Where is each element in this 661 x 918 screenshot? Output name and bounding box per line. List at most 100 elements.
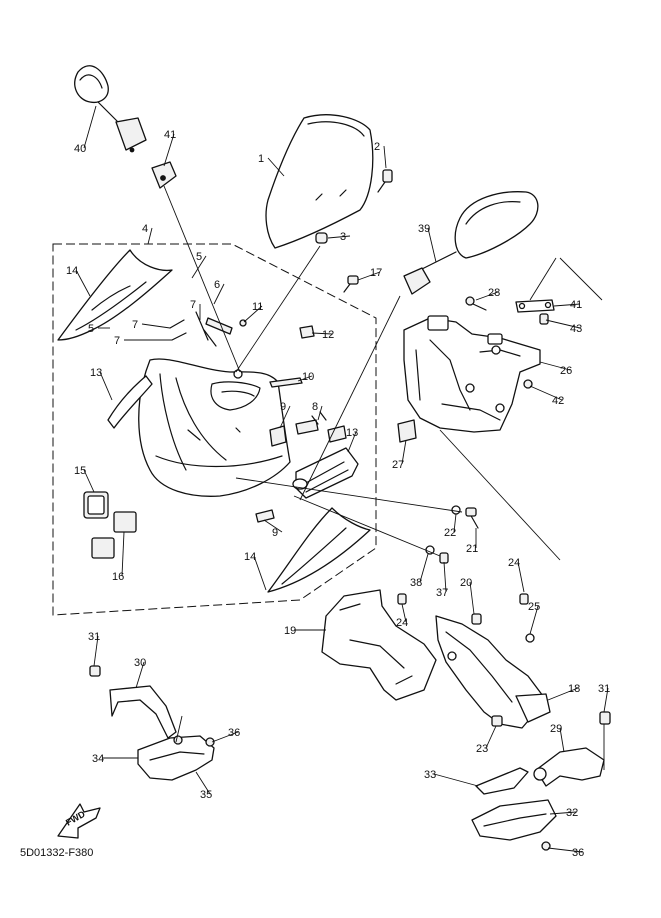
assembly-line (559, 257, 603, 301)
assembly-boundary-dashed (52, 243, 377, 616)
callout-3: 3 (340, 231, 346, 243)
leader-line-13 (347, 431, 357, 453)
callout-25: 25 (528, 601, 540, 613)
inner-panel-14-left (57, 249, 173, 341)
callout-16: 16 (112, 571, 124, 583)
callout-29: 29 (550, 723, 562, 735)
callout-30: 30 (134, 657, 146, 669)
leader-line-12 (311, 332, 333, 335)
callout-7: 7 (114, 335, 120, 347)
part-27 (397, 419, 417, 443)
pad-16 (91, 511, 137, 559)
callout-7: 7 (190, 299, 196, 311)
left-mirror (74, 65, 147, 153)
duct-13-left (107, 375, 153, 429)
leader-line-20 (469, 581, 475, 615)
callout-18: 18 (568, 683, 580, 695)
callout-7: 7 (132, 319, 138, 331)
leader-line-24 (517, 561, 525, 593)
leader-line-41 (163, 133, 175, 167)
side-cover-19 (321, 589, 437, 701)
part-33 (475, 767, 529, 795)
callout-9: 9 (280, 401, 286, 413)
duct-13-right (292, 447, 359, 499)
callout-41: 41 (570, 299, 582, 311)
leader-line-23 (485, 725, 497, 749)
hardware-28-43 (465, 296, 555, 389)
callout-36: 36 (228, 727, 240, 739)
leader-line-38 (419, 553, 429, 583)
assembly-line (235, 477, 463, 513)
leader-line-28 (475, 291, 499, 301)
callout-36: 36 (572, 847, 584, 859)
leader-line-33 (433, 773, 479, 787)
callout-24: 24 (508, 557, 520, 569)
leader-line-4 (147, 227, 153, 245)
mirror-bracket-41-left (151, 161, 177, 189)
leader-line-43 (545, 319, 581, 329)
callout-4: 4 (142, 223, 148, 235)
grommet-12 (299, 325, 315, 339)
side-cover-18 (435, 615, 551, 729)
assembly-line (439, 429, 561, 561)
callout-38: 38 (410, 577, 422, 589)
leader-line-7 (141, 323, 171, 329)
leader-line-8 (317, 405, 323, 421)
cowling-stay (403, 315, 541, 433)
leader-line-13 (99, 371, 113, 401)
callout-23: 23 (476, 743, 488, 755)
leader-line-29 (559, 727, 565, 753)
leader-line-31 (93, 635, 99, 667)
bolt-cluster-7 (169, 311, 247, 347)
callout-33: 33 (424, 769, 436, 781)
assembly-line (293, 495, 441, 557)
leader-line-32 (549, 811, 577, 815)
callout-19: 19 (284, 625, 296, 637)
leader-line-40 (83, 105, 97, 149)
leader-line-26 (539, 361, 571, 371)
callout-9: 9 (272, 527, 278, 539)
callout-15: 15 (74, 465, 86, 477)
callout-5: 5 (196, 251, 202, 263)
callout-31: 31 (598, 683, 610, 695)
assembly-line (299, 295, 401, 501)
leader-line-17 (357, 271, 381, 281)
leader-line-42 (529, 385, 563, 401)
front-cowling (138, 358, 291, 497)
leader-lines (75, 105, 609, 853)
inner-panel-14-lower (267, 507, 371, 593)
callout-20: 20 (460, 577, 472, 589)
callout-39: 39 (418, 223, 430, 235)
leader-line-25 (529, 605, 539, 635)
assembly-line (529, 257, 557, 301)
callout-11: 11 (252, 301, 263, 313)
leader-line-10 (297, 375, 313, 382)
callout-10: 10 (302, 371, 314, 383)
callout-5: 5 (88, 323, 94, 335)
windscreen (265, 114, 374, 249)
well-nut-3 (315, 232, 328, 244)
leader-line-14 (75, 269, 91, 297)
leader-line-11 (243, 305, 263, 323)
callout-40: 40 (74, 143, 86, 155)
callout-27: 27 (392, 459, 404, 471)
callout-17: 17 (370, 267, 382, 279)
assembly-line (235, 245, 321, 373)
leader-line-36 (211, 731, 239, 743)
callout-24: 24 (396, 617, 408, 629)
leader-line-15 (83, 469, 95, 493)
leader-line-14 (253, 555, 267, 591)
callout-28: 28 (488, 287, 500, 299)
leader-line-16 (121, 531, 125, 577)
leader-line-35 (195, 771, 211, 795)
bolt-17 (343, 275, 359, 293)
leader-line-37 (443, 561, 447, 593)
assembly-line (175, 715, 183, 743)
callout-14: 14 (66, 265, 78, 277)
callout-26: 26 (560, 365, 572, 377)
leader-line-22 (453, 513, 457, 533)
bracket-30 (89, 665, 177, 739)
leader-line-18 (547, 687, 579, 701)
